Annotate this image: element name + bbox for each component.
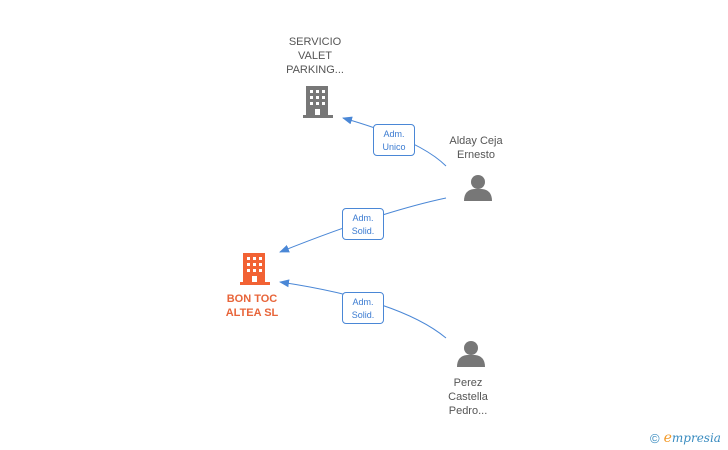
- person-icon[interactable]: [464, 175, 492, 201]
- node-label-alday[interactable]: Alday Ceja Ernesto: [449, 135, 503, 161]
- person-icon[interactable]: [457, 341, 485, 367]
- edge-label-alday-servicio[interactable]: Adm. Unico: [373, 124, 415, 156]
- node-label-perez[interactable]: Perez Castella Pedro...: [448, 377, 488, 417]
- empresia-logo[interactable]: empresia: [663, 430, 721, 446]
- building-icon[interactable]: [240, 253, 270, 285]
- node-label-bontoc[interactable]: BON TOC ALTEA SL: [225, 293, 279, 319]
- edge-label-perez-bontoc[interactable]: Adm. Solid.: [342, 292, 384, 324]
- copyright-symbol: ©: [650, 430, 660, 446]
- copyright-footer: © empresia: [650, 430, 721, 446]
- edge-label-alday-bontoc[interactable]: Adm. Solid.: [342, 208, 384, 240]
- building-icon[interactable]: [303, 86, 333, 118]
- node-label-servicio[interactable]: SERVICIO VALET PARKING...: [286, 36, 344, 76]
